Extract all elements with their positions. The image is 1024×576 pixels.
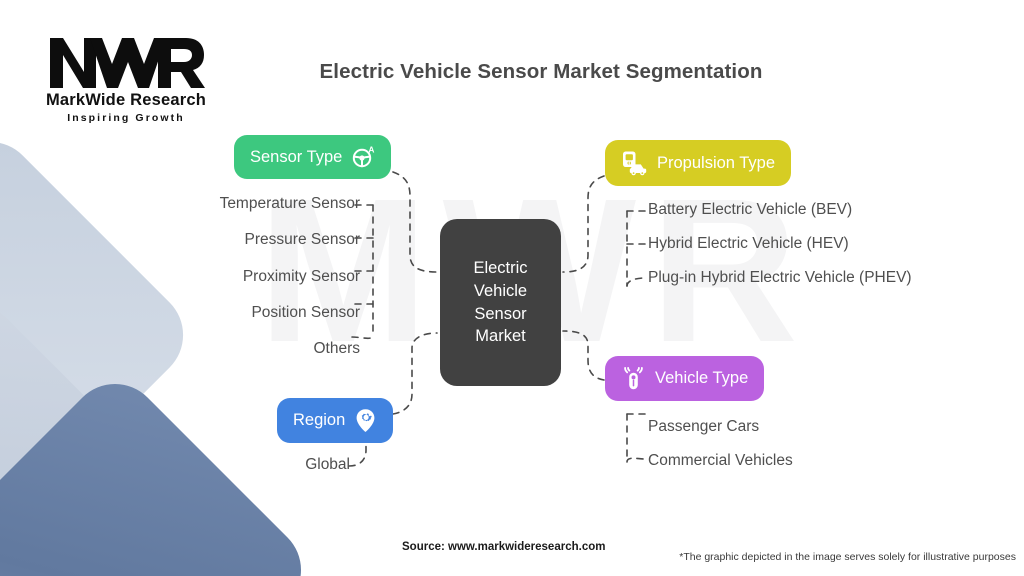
ev-charging-station-icon <box>621 150 648 176</box>
center-line-3: Sensor <box>474 304 527 323</box>
item-list-sensor-type: Temperature Sensor Pressure Sensor Proxi… <box>150 194 360 376</box>
brand-tagline: Inspiring Growth <box>67 112 185 124</box>
source-text: Source: www.markwideresearch.com <box>402 541 606 553</box>
disclaimer-text: *The graphic depicted in the image serve… <box>679 551 1016 563</box>
list-item: Commercial Vehicles <box>648 451 793 469</box>
steering-wheel-autonomous-icon: A <box>351 145 375 169</box>
location-pin-gear-icon <box>354 408 377 433</box>
branch-node-vehicle-type[interactable]: Vehicle Type <box>605 356 765 401</box>
item-list-propulsion-type: Battery Electric Vehicle (BEV) Hybrid El… <box>648 200 948 301</box>
list-item: Passenger Cars <box>648 418 760 435</box>
list-item: Others <box>313 340 360 358</box>
page-title-text: Electric Vehicle Sensor Market Segmentat… <box>319 60 763 83</box>
brand-name: MarkWide Research <box>45 91 207 109</box>
list-item: Global <box>305 456 350 473</box>
list-item: Hybrid Electric Vehicle (HEV) <box>648 234 849 252</box>
list-item: Proximity Sensor <box>242 267 360 285</box>
list-item: Position Sensor <box>251 303 360 321</box>
center-node: Electric Vehicle Sensor Market <box>440 219 561 386</box>
center-line-4: Market <box>475 327 526 346</box>
branch-label-region: Region <box>293 411 346 430</box>
item-list-vehicle-type: Passenger Cars Commercial Vehicles <box>648 417 938 485</box>
list-item: Pressure Sensor <box>244 231 360 249</box>
center-line-1: Electric <box>473 258 528 277</box>
branch-node-sensor-type[interactable]: Sensor Type A <box>234 135 392 179</box>
branch-label-vehicle-type: Vehicle Type <box>655 369 749 388</box>
list-item: Battery Electric Vehicle (BEV) <box>648 201 853 218</box>
branch-label-sensor-type: Sensor Type <box>250 147 343 166</box>
brand-logo: MarkWide Research Inspiring Growth <box>26 34 226 124</box>
item-list-region: Global <box>210 455 350 475</box>
branch-label-propulsion-type: Propulsion Type <box>657 153 776 172</box>
branch-node-region[interactable]: Region <box>277 398 394 443</box>
wireless-sensor-icon <box>621 366 646 391</box>
mwr-logo-icon <box>50 38 205 88</box>
page-title: Electric Vehicle Sensor Market Segmentat… <box>0 60 1024 84</box>
center-line-2: Vehicle <box>473 281 528 300</box>
list-item: Plug-in Hybrid Electric Vehicle (PHEV) <box>648 268 912 286</box>
branch-node-propulsion-type[interactable]: Propulsion Type <box>605 140 792 186</box>
list-item: Temperature Sensor <box>219 195 360 212</box>
svg-text:A: A <box>369 145 375 154</box>
